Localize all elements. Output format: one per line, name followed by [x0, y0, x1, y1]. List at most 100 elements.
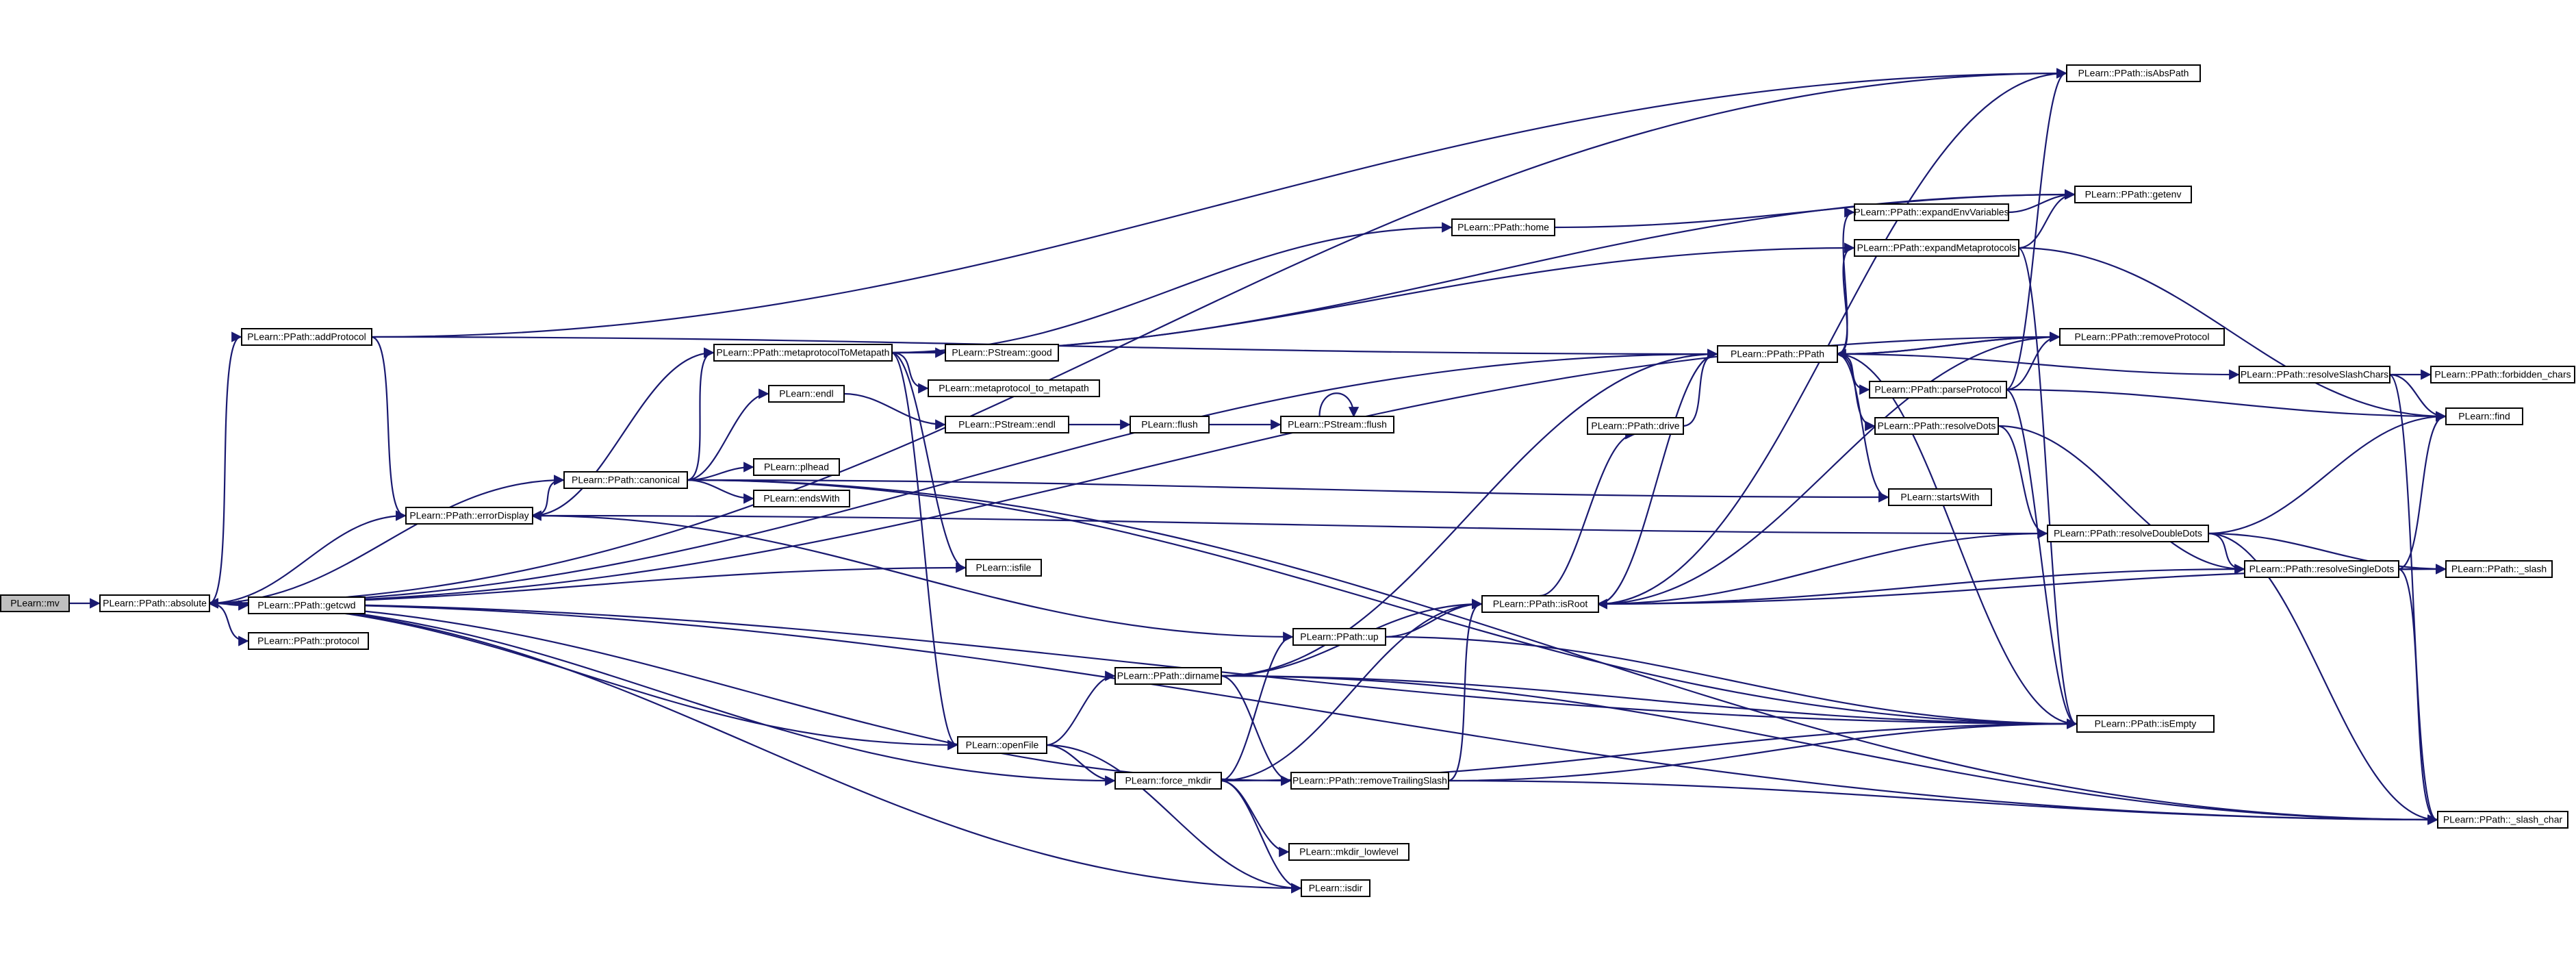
- edge-removeProtocol-to-PPath: [1835, 336, 2060, 360]
- edge-absolute-to-removeTrailingSlash: [208, 602, 1292, 786]
- node-resolveDoubleDots[interactable]: PLearn::PPath::resolveDoubleDots: [2047, 525, 2209, 542]
- node-box-protocol: [248, 632, 369, 650]
- node-mkdir_lowlevel[interactable]: PLearn::mkdir_lowlevel: [1288, 843, 1410, 861]
- node-label-m2m_u: PLearn::metaprotocol_to_metapath: [939, 383, 1088, 394]
- node-getcwd[interactable]: PLearn::PPath::getcwd: [248, 596, 366, 614]
- edge-isRoot-to-PPath: [1597, 349, 1718, 605]
- node-box-flush: [1130, 416, 1210, 433]
- node-openFile[interactable]: PLearn::openFile: [957, 736, 1047, 754]
- edge-dirname-to-removeTrailingSlash: [1220, 675, 1292, 786]
- edge-canonical-to-isEmpty: [686, 479, 2078, 729]
- node-absolute[interactable]: PLearn::PPath::absolute: [99, 594, 210, 612]
- node-slash_char[interactable]: PLearn::PPath::_slash_char: [2437, 811, 2568, 829]
- edge-endl-to-psendl: [843, 392, 946, 430]
- edge-home-to-getenv: [1553, 189, 2076, 229]
- edge-force_mkdir-to-isdir: [1220, 779, 1302, 894]
- node-m2m[interactable]: PLearn::PPath::metaprotocolToMetapath: [713, 344, 893, 362]
- node-box-PPath: [1717, 345, 1838, 363]
- node-drive[interactable]: PLearn::PPath::drive: [1587, 417, 1684, 435]
- node-label-openFile: PLearn::openFile: [966, 740, 1039, 751]
- node-forbidden_chars[interactable]: PLearn::PPath::forbidden_chars: [2430, 366, 2575, 383]
- node-PPath[interactable]: PLearn::PPath::PPath: [1717, 345, 1838, 363]
- node-removeTrailingSlash[interactable]: PLearn::PPath::removeTrailingSlash: [1290, 772, 1449, 790]
- edge-up-to-errorDisplay: [531, 510, 1293, 638]
- edge-force_mkdir-to-up: [1220, 631, 1294, 782]
- node-label-startsWith: PLearn::startsWith: [1900, 492, 1979, 503]
- node-mv[interactable]: PLearn::mv: [0, 594, 70, 612]
- node-slash[interactable]: PLearn::PPath::_slash: [2445, 560, 2553, 578]
- node-expandMeta[interactable]: PLearn::PPath::expandMetaprotocols: [1854, 239, 2019, 257]
- node-box-startsWith: [1888, 488, 1992, 506]
- node-psgood[interactable]: PLearn::PStream::good: [945, 344, 1059, 362]
- edge-addProtocol-to-errorDisplay: [370, 336, 407, 521]
- node-box-m2m_u: [928, 379, 1100, 397]
- node-endsWith[interactable]: PLearn::endsWith: [753, 490, 850, 507]
- edge-absolute-to-protocol: [208, 602, 249, 646]
- node-box-mkdir_lowlevel: [1288, 843, 1410, 861]
- edge-PPath-to-resolveSlashChars: [1836, 353, 2240, 380]
- node-isRoot[interactable]: PLearn::PPath::isRoot: [1481, 595, 1599, 613]
- node-resolveDots[interactable]: PLearn::PPath::resolveDots: [1874, 417, 1999, 435]
- node-endl[interactable]: PLearn::endl: [768, 385, 845, 403]
- node-label-slash: PLearn::PPath::_slash: [2451, 564, 2547, 575]
- node-errorDisplay[interactable]: PLearn::PPath::errorDisplay: [405, 507, 533, 525]
- node-flush[interactable]: PLearn::flush: [1130, 416, 1210, 433]
- edge-isRoot-to-isAbsPath: [1597, 68, 2067, 605]
- edge-removeTrailingSlash-to-isEmpty: [1447, 718, 2078, 782]
- node-box-isdir: [1301, 879, 1370, 897]
- node-parseProtocol[interactable]: PLearn::PPath::parseProtocol: [1869, 381, 2007, 399]
- node-removeProtocol[interactable]: PLearn::PPath::removeProtocol: [2059, 328, 2225, 346]
- node-protocol[interactable]: PLearn::PPath::protocol: [248, 632, 369, 650]
- node-box-getenv: [2074, 186, 2192, 203]
- node-pqhead[interactable]: PLearn::plhead: [753, 458, 840, 476]
- edge-openFile-to-force_mkdir: [1045, 744, 1116, 786]
- node-label-removeTrailingSlash: PLearn::PPath::removeTrailingSlash: [1292, 775, 1447, 786]
- node-up[interactable]: PLearn::PPath::up: [1292, 628, 1386, 646]
- node-isAbsPath[interactable]: PLearn::PPath::isAbsPath: [2066, 64, 2201, 82]
- edge-parseProtocol-to-find: [2005, 388, 2447, 422]
- node-find[interactable]: PLearn::find: [2445, 407, 2523, 425]
- node-startsWith[interactable]: PLearn::startsWith: [1888, 488, 1992, 506]
- node-addProtocol[interactable]: PLearn::PPath::addProtocol: [241, 328, 372, 346]
- node-canonical[interactable]: PLearn::PPath::canonical: [563, 471, 688, 489]
- node-label-up: PLearn::PPath::up: [1300, 631, 1379, 642]
- node-psflush[interactable]: PLearn::PStream::flush: [1280, 416, 1394, 433]
- edge-resolveDots-to-resolveDoubleDots: [1997, 425, 2048, 539]
- node-box-resolveDoubleDots: [2047, 525, 2209, 542]
- node-label-protocol: PLearn::PPath::protocol: [257, 635, 359, 646]
- node-resolveSingleDots[interactable]: PLearn::PPath::resolveSingleDots: [2244, 560, 2399, 578]
- node-force_mkdir[interactable]: PLearn::force_mkdir: [1114, 772, 1222, 790]
- node-getenv[interactable]: PLearn::PPath::getenv: [2074, 186, 2192, 203]
- node-isfile[interactable]: PLearn::isfile: [965, 559, 1042, 577]
- node-label-find: PLearn::find: [2458, 411, 2510, 422]
- edge-openFile-to-dirname: [1045, 670, 1116, 746]
- node-home[interactable]: PLearn::PPath::home: [1451, 218, 1555, 236]
- node-resolveSlashChars[interactable]: PLearn::PPath::resolveSlashChars: [2239, 366, 2390, 383]
- edge-dirname-to-slash_char: [1220, 675, 2438, 825]
- node-isEmpty[interactable]: PLearn::PPath::isEmpty: [2076, 715, 2215, 733]
- node-label-endl: PLearn::endl: [779, 388, 833, 399]
- node-box-home: [1451, 218, 1555, 236]
- node-label-isRoot: PLearn::PPath::isRoot: [1493, 599, 1588, 609]
- node-box-removeProtocol: [2059, 328, 2225, 346]
- edge-parseProtocol-to-isAbsPath: [2005, 68, 2067, 391]
- edge-resolveSingleDots-to-find: [2397, 411, 2447, 570]
- edge-resolveSingleDots-to-isRoot: [1596, 568, 2245, 609]
- edge-expandMeta-to-isEmpty: [2017, 247, 2078, 729]
- node-dirname[interactable]: PLearn::PPath::dirname: [1114, 667, 1222, 685]
- node-psendl[interactable]: PLearn::PStream::endl: [945, 416, 1069, 433]
- node-label-forbidden_chars: PLearn::PPath::forbidden_chars: [2434, 369, 2571, 380]
- node-box-resolveDots: [1874, 417, 1999, 435]
- node-label-dirname: PLearn::PPath::dirname: [1117, 670, 1220, 681]
- node-isdir[interactable]: PLearn::isdir: [1301, 879, 1370, 897]
- edge-PPath-to-expandEnv: [1836, 207, 1855, 355]
- node-box-endl: [768, 385, 845, 403]
- edge-resolveDoubleDots-to-find: [2207, 411, 2447, 535]
- node-expandEnv[interactable]: PLearn::PPath::expandEnvVariables: [1854, 203, 2009, 221]
- node-label-isAbsPath: PLearn::PPath::isAbsPath: [2078, 68, 2189, 79]
- node-m2m_u[interactable]: PLearn::metaprotocol_to_metapath: [928, 379, 1100, 397]
- edge-up-to-isEmpty: [1384, 635, 2078, 729]
- node-box-find: [2445, 407, 2523, 425]
- node-box-getcwd: [248, 596, 366, 614]
- node-box-mv: [0, 594, 70, 612]
